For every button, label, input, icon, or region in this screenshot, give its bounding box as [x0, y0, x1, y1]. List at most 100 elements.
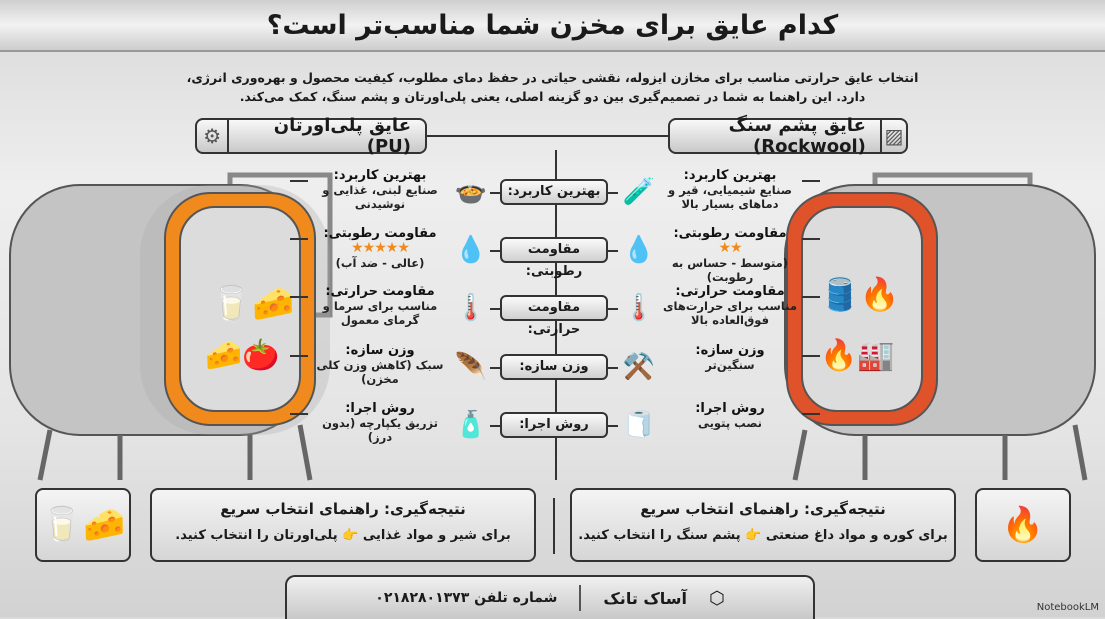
milk-cheese-icon: 🥛🧀 — [35, 488, 131, 562]
pu-item: وزن سازه:سبک (کاهش وزن کلی مخزن) — [310, 343, 450, 386]
water-drop-shield-icon: 💧 — [454, 235, 488, 265]
water-drop-warning-icon: 💧 — [622, 235, 656, 265]
leader-line — [290, 413, 308, 415]
conclusion-text: برای کوره و مواد داغ صنعتی 👉 پشم سنگ را … — [578, 528, 948, 543]
connector-line — [490, 425, 500, 427]
barrel-fire-icon: 🛢️🔥 — [820, 275, 900, 313]
conclusion-title: نتیجه‌گیری: راهنمای انتخاب سریع — [640, 500, 886, 518]
rockwool-conclusion: نتیجه‌گیری: راهنمای انتخاب سریع برای کور… — [570, 488, 956, 562]
milk-cheese-icon: 🥛🧀 — [210, 284, 295, 324]
leader-line — [290, 296, 308, 298]
leader-line — [802, 413, 820, 415]
rockwool-item: مقاومت رطوبتی:★★(متوسط - حساس به رطوبت) — [660, 226, 800, 284]
leader-line — [290, 355, 308, 357]
item-label: مقاومت رطوبتی: — [673, 226, 787, 241]
connector-line — [608, 367, 618, 369]
connector-line — [490, 192, 500, 194]
leader-line — [802, 355, 820, 357]
leader-line — [802, 180, 820, 182]
connector-line — [608, 192, 618, 194]
intro-text: انتخاب عایق حرارتی مناسب برای مخازن ایزو… — [100, 68, 1005, 106]
item-label: وزن سازه: — [345, 343, 415, 358]
item-value: (متوسط - حساس به رطوبت) — [671, 256, 789, 284]
intro-line: انتخاب عایق حرارتی مناسب برای مخازن ایزو… — [186, 70, 919, 85]
pu-tank-illustration: 🥛🧀 🧀🍅 — [9, 172, 333, 481]
item-value: سبک (کاهش وزن کلی مخزن) — [316, 358, 444, 386]
footer: ⬡ آساک تانک شماره تلفن ۰۲۱۸۲۸۰۱۳۷۳ — [285, 575, 815, 619]
phone-number: شماره تلفن ۰۲۱۸۲۸۰۱۳۷۳ — [375, 590, 558, 606]
separator — [579, 585, 582, 611]
thermometer-cold-icon: 🌡️ — [454, 293, 488, 323]
item-value: سنگین‌تر — [705, 358, 755, 372]
item-value: تزریق یکپارچه (بدون درز) — [322, 416, 438, 444]
conclusion-text: برای شیر و مواد غذایی 👉 پلی‌اورتان را ان… — [175, 528, 511, 543]
cheese-tomato-icon: 🧀🍅 — [205, 337, 280, 373]
center-label: بهترین کاربرد: — [500, 179, 608, 205]
item-value: (عالی - ضد آب) — [335, 256, 425, 270]
pu-title: عایق پلی‌اورتان (PU) — [273, 115, 411, 157]
rockwool-header: ▨ عایق پشم سنگ (Rockwool) — [668, 115, 908, 157]
lab-flask-icon: 🧪 — [622, 177, 656, 207]
rockwool-item: مقاومت حرارتی:مناسب برای حرارت‌های فوق‌ا… — [660, 284, 800, 327]
rating-stars: ★★ — [718, 240, 742, 256]
connector-line — [490, 250, 500, 252]
intro-line: دارد. این راهنما به شما در تصمیم‌گیری بی… — [239, 89, 866, 104]
center-label: وزن سازه: — [500, 354, 608, 380]
watermark: NotebookLM — [1036, 602, 1099, 613]
divider — [553, 498, 555, 554]
rockwool-title: عایق پشم سنگ (Rockwool) — [728, 115, 866, 157]
conclusion-title: نتیجه‌گیری: راهنمای انتخاب سریع — [220, 500, 466, 518]
insulation-pattern-icon: ▨ — [879, 120, 906, 152]
item-value: مناسب برای حرارت‌های فوق‌العاده بالا — [663, 299, 797, 327]
leader-line — [802, 296, 820, 298]
pu-item: مقاومت حرارتی:مناسب برای سرما و گرمای مع… — [310, 284, 450, 327]
item-label: روش اجرا: — [695, 401, 765, 416]
pu-item: مقاومت رطوبتی:★★★★★(عالی - ضد آب) — [310, 226, 450, 270]
pu-header: عایق پلی‌اورتان (PU) ⚙ — [195, 115, 427, 157]
page-title: کدام عایق برای مخزن شما مناسب‌تر است؟ — [266, 9, 839, 41]
food-drink-icon: 🍲 — [454, 177, 488, 207]
gear-icon: ⚙ — [197, 120, 230, 152]
item-label: روش اجرا: — [345, 401, 415, 416]
pu-item: بهترین کاربرد:صنایع لبنی، غذایی و نوشیدن… — [310, 168, 450, 211]
fire-factory-icon: 🔥🏭 — [820, 337, 895, 373]
item-label: مقاومت حرارتی: — [675, 284, 785, 299]
item-value: نصب پتویی — [697, 416, 762, 430]
rating-stars: ★★★★★ — [351, 240, 410, 256]
center-label: روش اجرا: — [500, 412, 608, 438]
blanket-roll-icon: 🧻 — [622, 410, 656, 440]
connector-line — [608, 425, 618, 427]
leader-line — [290, 180, 308, 182]
leader-line — [802, 238, 820, 240]
connector-line — [608, 308, 618, 310]
leader-line — [290, 238, 308, 240]
center-label: مقاومت حرارتی: — [500, 295, 608, 337]
connector-line — [490, 308, 500, 310]
item-label: مقاومت رطوبتی: — [323, 226, 437, 241]
pu-conclusion: نتیجه‌گیری: راهنمای انتخاب سریع برای شیر… — [150, 488, 536, 562]
item-label: بهترین کاربرد: — [683, 168, 777, 183]
pu-item: روش اجرا:تزریق یکپارچه (بدون درز) — [310, 401, 450, 444]
rockwool-item: روش اجرا:نصب پتویی — [660, 401, 800, 430]
feather-icon: 🪶 — [454, 352, 488, 382]
rockwool-item: وزن سازه:سنگین‌تر — [660, 343, 800, 372]
foam-spray-icon: 🧴 — [454, 410, 488, 440]
brand-name: آساک تانک — [603, 588, 688, 608]
item-value: صنایع شیمیایی، قیر و دماهای بسیار بالا — [668, 183, 792, 211]
title-bar: کدام عایق برای مخزن شما مناسب‌تر است؟ — [0, 0, 1105, 52]
connector-line — [490, 367, 500, 369]
header-connector — [427, 135, 668, 137]
anvil-icon: ⚒️ — [622, 352, 656, 382]
item-value: مناسب برای سرما و گرمای معمول — [322, 299, 438, 327]
logo-icon: ⬡ — [709, 587, 725, 609]
connector-line — [608, 250, 618, 252]
item-value: صنایع لبنی، غذایی و نوشیدنی — [322, 183, 438, 211]
center-label: مقاومت رطوبتی: — [500, 237, 608, 279]
furnace-icon: 🔥 — [975, 488, 1071, 562]
item-label: مقاومت حرارتی: — [325, 284, 435, 299]
rockwool-item: بهترین کاربرد:صنایع شیمیایی، قیر و دماها… — [660, 168, 800, 211]
item-label: وزن سازه: — [695, 343, 765, 358]
item-label: بهترین کاربرد: — [333, 168, 427, 183]
thermometer-hot-icon: 🌡️ — [622, 293, 656, 323]
rockwool-tank-illustration: 🛢️🔥 🔥🏭 — [784, 172, 1096, 481]
